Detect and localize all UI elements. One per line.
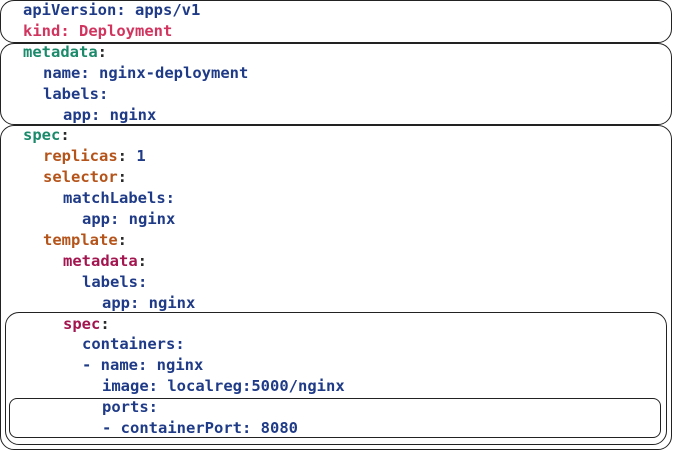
yaml-value: nginx-deployment: [99, 64, 249, 82]
yaml-key: image: [102, 377, 149, 395]
yaml-line-labels: labels:: [82, 272, 147, 293]
yaml-sep: :: [117, 231, 127, 249]
yaml-key: spec: [63, 315, 101, 333]
yaml-key: app: [102, 294, 130, 312]
yaml-value: apps/v1: [135, 1, 201, 19]
yaml-line-metadata: metadata:: [23, 42, 107, 63]
yaml-sep: :: [148, 377, 168, 395]
yaml-line-matchlabels: matchLabels:: [63, 188, 175, 209]
yaml-line-container-name: - name: nginx: [82, 355, 203, 376]
yaml-value: 8080: [260, 419, 298, 437]
yaml-sep: :: [117, 168, 127, 186]
yaml-sep: :: [97, 43, 107, 61]
yaml-value: nginx: [148, 294, 196, 312]
yaml-sep: :: [148, 398, 159, 416]
yaml-sep: :: [117, 147, 137, 165]
yaml-key: app: [63, 106, 91, 124]
yaml-line-template: template:: [43, 230, 127, 251]
yaml-value: nginx: [156, 356, 204, 374]
yaml-key: - name: [82, 356, 138, 374]
yaml-key: containers: [82, 335, 176, 353]
yaml-line-ports: ports:: [102, 397, 158, 418]
yaml-line-containers: containers:: [82, 334, 185, 355]
header-box: [0, 0, 672, 43]
yaml-sep: :: [138, 273, 148, 291]
yaml-sep: :: [241, 419, 261, 437]
spec-box: [0, 125, 672, 450]
yaml-key: kind: [23, 22, 61, 40]
yaml-line-app: app: nginx: [102, 293, 195, 314]
yaml-value: nginx: [109, 106, 157, 124]
yaml-key: metadata: [63, 252, 138, 270]
yaml-line-containerport: - containerPort: 8080: [102, 418, 298, 439]
yaml-line-app: app: nginx: [82, 209, 175, 230]
yaml-line-name: name: nginx-deployment: [43, 63, 248, 84]
metadata-box: [0, 43, 672, 125]
yaml-sep: :: [91, 106, 110, 124]
yaml-line-template-spec: spec:: [63, 314, 110, 335]
pod-spec-box: [5, 312, 667, 445]
yaml-line-image: image: localreg:5000/nginx: [102, 376, 345, 397]
yaml-key: labels: [82, 273, 138, 291]
yaml-key: app: [82, 210, 110, 228]
ports-box: [9, 398, 661, 438]
yaml-value: Deployment: [79, 22, 173, 40]
yaml-line-selector: selector:: [43, 167, 127, 188]
yaml-sep: :: [175, 335, 185, 353]
yaml-line-replicas: replicas: 1: [43, 146, 146, 167]
yaml-line-apiversion: apiVersion: apps/v1: [23, 0, 200, 21]
yaml-key: selector: [43, 168, 118, 186]
yaml-line-template-metadata: metadata:: [63, 251, 147, 272]
yaml-sep: :: [60, 22, 79, 40]
yaml-line-spec: spec:: [23, 125, 70, 146]
yaml-sep: :: [165, 189, 175, 207]
yaml-value: localreg:5000/nginx: [167, 377, 345, 395]
yaml-key: metadata: [23, 43, 98, 61]
yaml-sep: :: [116, 1, 135, 19]
yaml-sep: :: [137, 252, 147, 270]
yaml-key: apiVersion: [23, 1, 117, 19]
yaml-key: ports: [102, 398, 149, 416]
yaml-sep: :: [80, 64, 99, 82]
yaml-sep: :: [100, 315, 110, 333]
yaml-value: 1: [136, 147, 146, 165]
yaml-key: spec: [23, 126, 61, 144]
yaml-key: template: [43, 231, 118, 249]
yaml-sep: :: [130, 294, 149, 312]
yaml-sep: :: [138, 356, 157, 374]
yaml-key: labels: [43, 85, 99, 103]
yaml-sep: :: [99, 85, 109, 103]
yaml-key: name: [43, 64, 81, 82]
yaml-sep: :: [60, 126, 70, 144]
yaml-key: matchLabels: [63, 189, 166, 207]
yaml-value: nginx: [128, 210, 176, 228]
yaml-key: - containerPort: [102, 419, 242, 437]
yaml-line-kind: kind: Deployment: [23, 21, 172, 42]
yaml-key: replicas: [43, 147, 118, 165]
yaml-line-app: app: nginx: [63, 105, 156, 126]
yaml-sep: :: [110, 210, 129, 228]
yaml-line-labels: labels:: [43, 84, 108, 105]
